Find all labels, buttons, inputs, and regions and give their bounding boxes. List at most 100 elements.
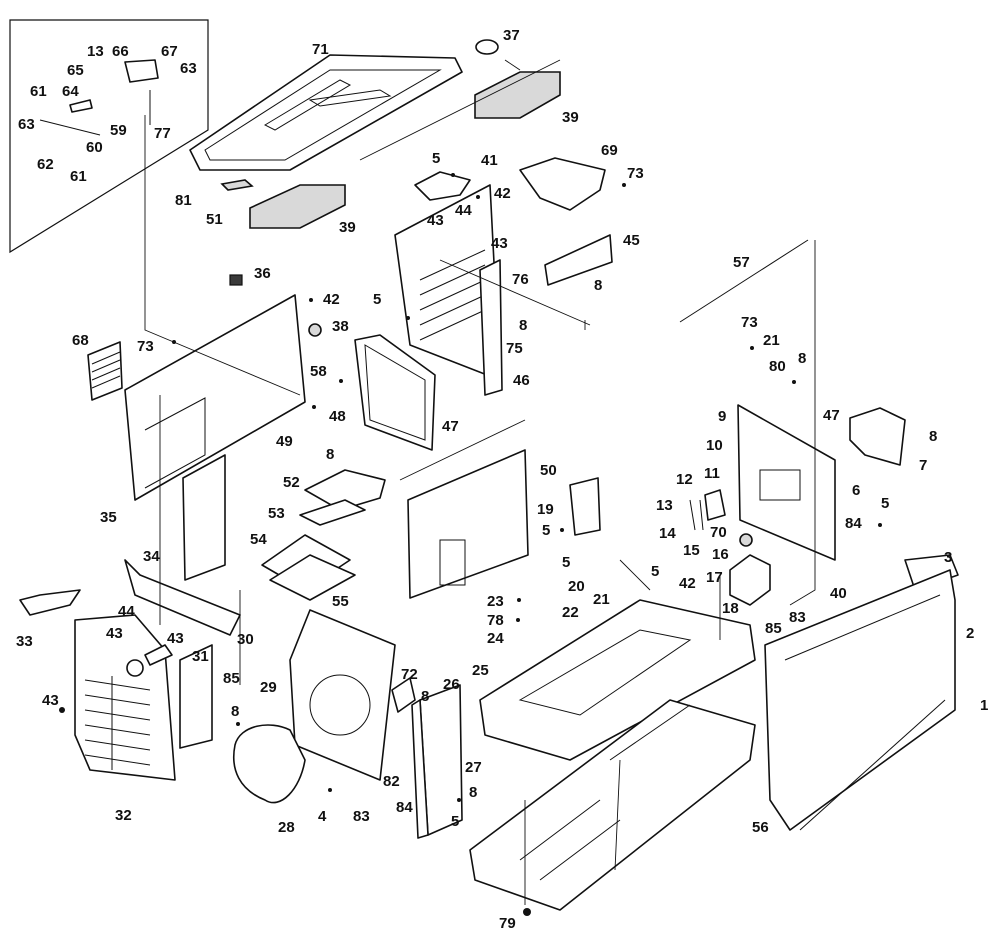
label-1: 1	[980, 697, 988, 714]
label-35: 35	[100, 509, 117, 526]
front-grill-32	[74, 614, 176, 781]
label-43: 43	[106, 625, 123, 642]
rod-57	[679, 239, 809, 323]
label-6: 6	[852, 482, 860, 499]
grommet-17	[729, 554, 771, 606]
label-22: 22	[562, 604, 579, 621]
label-21: 21	[593, 591, 610, 608]
label-41: 41	[481, 152, 498, 169]
small-pad	[220, 179, 254, 191]
motor-41	[414, 171, 471, 201]
blower-housing-29	[289, 609, 396, 781]
label-83: 83	[789, 609, 806, 626]
label-67: 67	[161, 43, 178, 60]
label-9: 9	[718, 408, 726, 425]
gasket-53	[299, 499, 366, 526]
label-44: 44	[455, 202, 472, 219]
label-82: 82	[383, 773, 400, 790]
label-5: 5	[373, 291, 381, 308]
label-69: 69	[601, 142, 618, 159]
hinge-67	[124, 59, 159, 83]
label-37: 37	[503, 27, 520, 44]
label-8: 8	[929, 428, 937, 445]
label-31: 31	[192, 648, 209, 665]
side-plate-26	[411, 699, 429, 839]
baffle-opening	[439, 539, 466, 586]
bracket-72	[391, 677, 416, 713]
label-5: 5	[451, 813, 459, 830]
label-73: 73	[741, 314, 758, 331]
label-30: 30	[237, 631, 254, 648]
label-23: 23	[487, 593, 504, 610]
filter-pad-upper	[474, 71, 561, 119]
pin-64	[69, 99, 93, 113]
label-28: 28	[278, 819, 295, 836]
label-43: 43	[427, 212, 444, 229]
label-73: 73	[137, 338, 154, 355]
label-3: 3	[944, 549, 952, 566]
label-20: 20	[568, 578, 585, 595]
label-8: 8	[231, 703, 239, 720]
label-44: 44	[118, 603, 135, 620]
front-door-2	[764, 569, 956, 831]
label-17: 17	[706, 569, 723, 586]
label-51: 51	[206, 211, 223, 228]
label-45: 45	[623, 232, 640, 249]
callouts: 1 2 3 4 5 5 5 5 5 5 5 6 7 8 8 8 8 8 8 8 …	[16, 27, 988, 932]
label-63: 63	[18, 116, 35, 133]
label-10: 10	[706, 437, 723, 454]
shaft-60	[39, 119, 101, 136]
fan-shroud-28	[233, 724, 306, 804]
label-5: 5	[432, 150, 440, 167]
label-71: 71	[312, 41, 329, 58]
label-61: 61	[30, 83, 47, 100]
label-36: 36	[254, 265, 271, 282]
label-49: 49	[276, 433, 293, 450]
label-61: 61	[70, 168, 87, 185]
label-46: 46	[513, 372, 530, 389]
vent-grille-68	[87, 341, 123, 401]
label-47: 47	[442, 418, 459, 435]
label-19: 19	[537, 501, 554, 518]
top-lid	[189, 54, 463, 171]
label-48: 48	[329, 408, 346, 425]
label-13: 13	[87, 43, 104, 60]
label-81: 81	[175, 192, 192, 209]
label-56: 56	[752, 819, 769, 836]
side-bracket-45	[544, 234, 613, 286]
label-70: 70	[710, 524, 727, 541]
label-34: 34	[143, 548, 160, 565]
label-7: 7	[919, 457, 927, 474]
label-77: 77	[154, 125, 171, 142]
label-84: 84	[396, 799, 413, 816]
label-43: 43	[42, 692, 59, 709]
label-8: 8	[519, 317, 527, 334]
insulation-34	[182, 454, 226, 581]
label-43: 43	[491, 235, 508, 252]
label-52: 52	[283, 474, 300, 491]
label-75: 75	[506, 340, 523, 357]
label-11: 11	[704, 465, 720, 482]
label-12: 12	[676, 471, 693, 488]
bracket-33	[19, 589, 81, 616]
label-60: 60	[86, 139, 103, 156]
door-trim-3	[904, 554, 959, 591]
label-14: 14	[659, 525, 676, 542]
label-63: 63	[180, 60, 197, 77]
label-32: 32	[115, 807, 132, 824]
label-24: 24	[487, 630, 504, 647]
label-13: 13	[656, 497, 673, 514]
label-5: 5	[881, 495, 889, 512]
label-21: 21	[763, 332, 780, 349]
label-27: 27	[465, 759, 482, 776]
top-bracket	[519, 157, 606, 211]
bracket-7	[849, 407, 906, 466]
label-39: 39	[339, 219, 356, 236]
label-25: 25	[472, 662, 489, 679]
label-4: 4	[318, 808, 327, 825]
label-47: 47	[823, 407, 840, 424]
pan-55	[269, 554, 356, 601]
label-55: 55	[332, 593, 349, 610]
label-84: 84	[845, 515, 862, 532]
